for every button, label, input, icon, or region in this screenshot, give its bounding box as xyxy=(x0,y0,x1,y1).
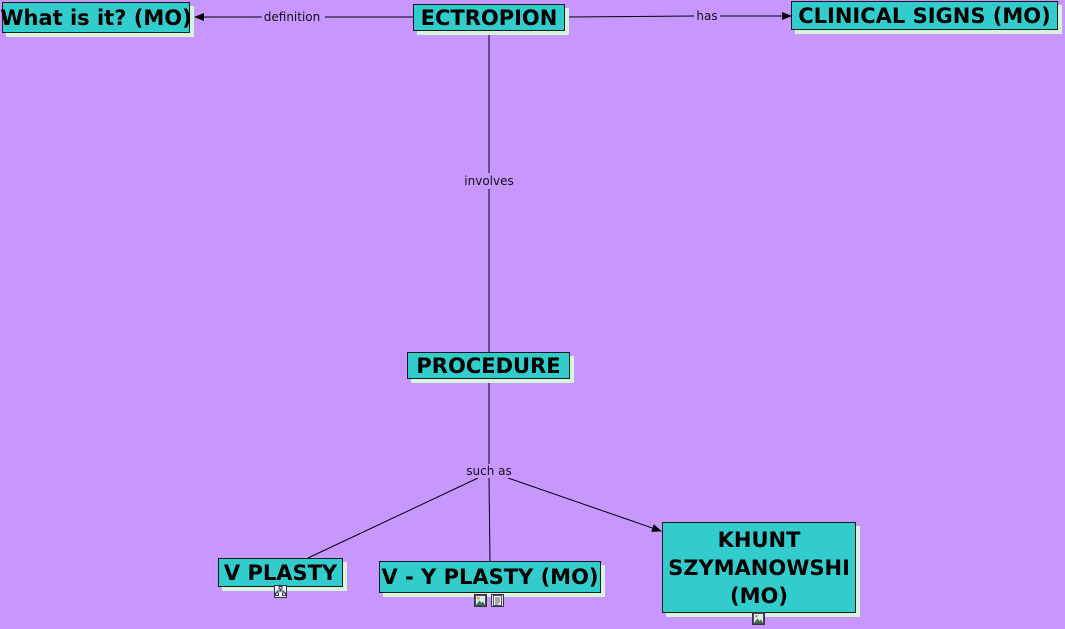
concept-map-icon[interactable] xyxy=(274,585,287,598)
concept-procedure[interactable]: PROCEDURE xyxy=(407,352,570,379)
link-label-involves[interactable]: involves xyxy=(462,174,516,188)
line-such-as-to-v-plasty xyxy=(307,477,479,559)
link-label-such-as[interactable]: such as xyxy=(464,464,514,478)
concept-ectropion[interactable]: ECTROPION xyxy=(413,4,565,31)
image-icon[interactable] xyxy=(474,594,487,607)
concept-clinical-signs[interactable]: CLINICAL SIGNS (MO) xyxy=(791,1,1058,30)
line-such-as-to-khunt xyxy=(507,477,662,532)
document-icon[interactable] xyxy=(491,594,504,607)
line-ectropion-to-has xyxy=(567,15,695,18)
link-label-definition[interactable]: definition xyxy=(261,10,323,24)
concept-vy-plasty[interactable]: V - Y PLASTY (MO) xyxy=(379,561,601,593)
line-such-as-to-vy-plasty xyxy=(488,477,491,562)
link-label-has[interactable]: has xyxy=(694,9,720,23)
concept-what-is-it[interactable]: What is it? (MO) xyxy=(0,2,192,33)
concept-khunt-szymanowshi[interactable]: KHUNT SZYMANOWSHI (MO) xyxy=(662,522,856,613)
concept-v-plasty[interactable]: V PLASTY xyxy=(218,558,343,587)
image-icon[interactable] xyxy=(752,612,765,625)
